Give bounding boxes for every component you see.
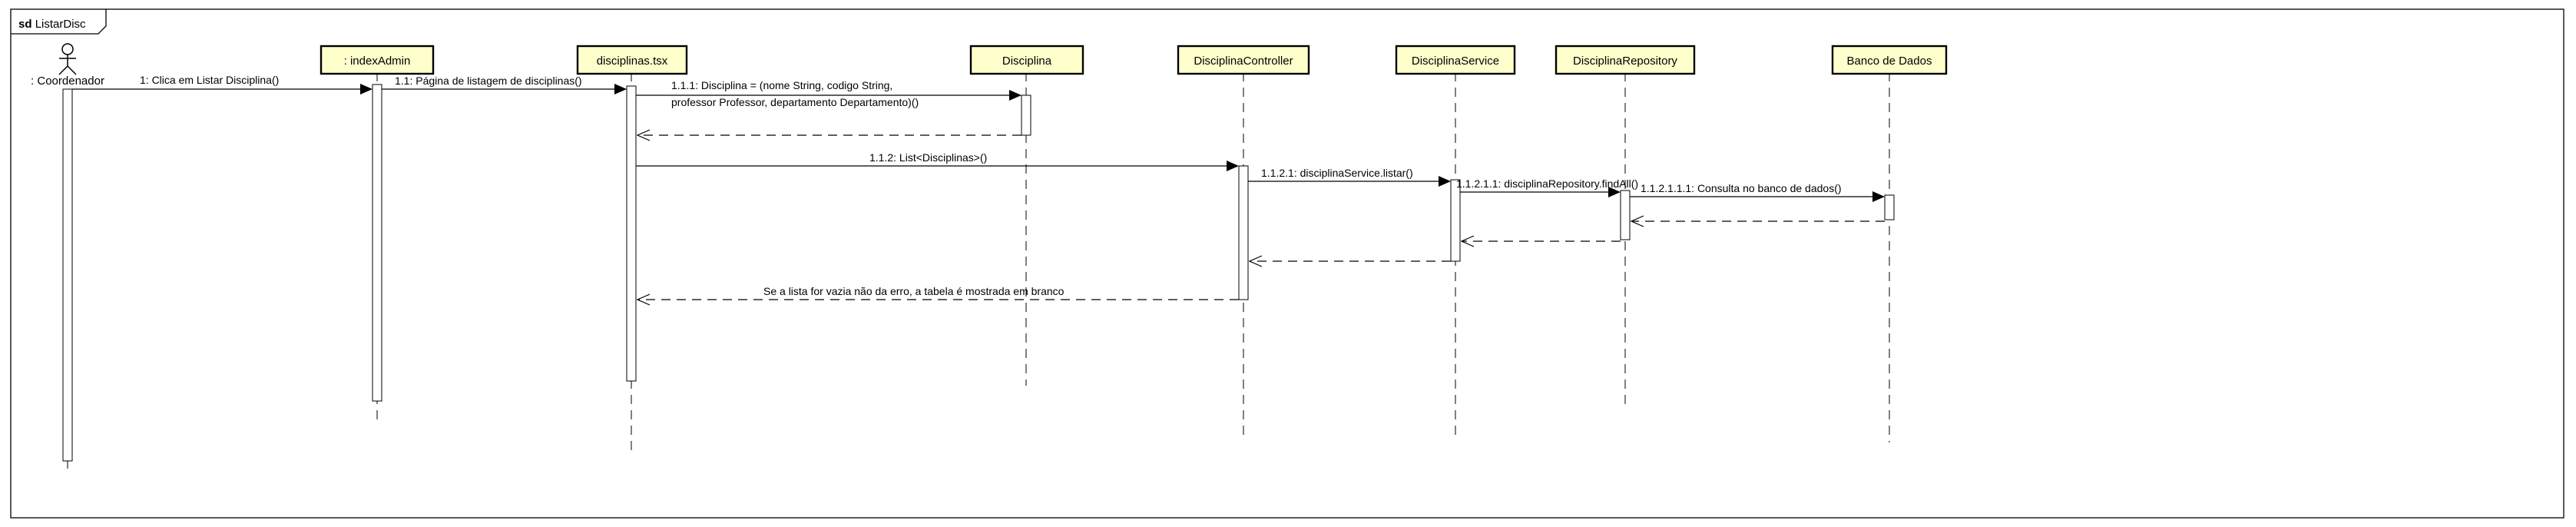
- return-4: [1248, 255, 1451, 267]
- message-3: 1.1.1: Disciplina = (nome String, codigo…: [636, 79, 1021, 108]
- activation-controller: [1238, 165, 1249, 300]
- lifeline-head: [576, 45, 688, 75]
- lifeline-label: DisciplinaRepository: [1573, 55, 1677, 68]
- lifeline-head: [320, 45, 435, 75]
- message-label: 1.1: Página de listagem de disciplinas(): [395, 75, 582, 87]
- message-label: 1: Clica em Listar Disciplina(): [140, 74, 279, 86]
- sync-arrowhead: [1872, 191, 1885, 202]
- activation-disciplinas-tsx: [626, 85, 637, 382]
- open-arrowhead: [1630, 215, 1644, 227]
- return-5: Se a lista for vazia não da erro, a tabe…: [636, 285, 1239, 306]
- actor-coordenador: : Coordenador: [31, 43, 104, 469]
- activation-repository: [1620, 190, 1631, 240]
- actor-icon: [58, 43, 77, 75]
- activation-banco: [1884, 194, 1895, 220]
- message-label: 1.1.1: Disciplina = (nome String, codigo…: [671, 79, 892, 91]
- lifeline-head: [1177, 45, 1310, 75]
- message-6: 1.1.2.1.1: disciplinaRepository.findAll(…: [1456, 177, 1638, 197]
- open-arrowhead: [1460, 235, 1475, 247]
- sync-arrowhead: [1009, 90, 1021, 101]
- frame-title: sd ListarDisc: [18, 18, 86, 31]
- lifeline-indexadmin: : indexAdmin: [320, 45, 435, 421]
- activation-actor: [62, 88, 73, 462]
- lifeline-head: [1555, 45, 1696, 75]
- message-1: 1: Clica em Listar Disciplina(): [72, 74, 372, 94]
- message-2: 1.1: Página de listagem de disciplinas(): [382, 75, 627, 94]
- message-label: 1.1.2.1.1.1: Consulta no banco de dados(…: [1641, 182, 1842, 194]
- lifeline-label: Banco de Dados: [1847, 55, 1932, 68]
- lifeline-disciplina-repository: DisciplinaRepository: [1555, 45, 1696, 406]
- frame-name: ListarDisc: [35, 18, 86, 31]
- lifeline-head: [1831, 45, 1948, 75]
- sync-arrowhead: [1439, 176, 1451, 187]
- message-label: Se a lista for vazia não da erro, a tabe…: [763, 285, 1065, 297]
- lifeline-disciplina-controller: DisciplinaController: [1177, 45, 1310, 436]
- lifeline-label: Disciplina: [1002, 55, 1052, 68]
- sync-arrowhead: [360, 84, 372, 94]
- messages: 1: Clica em Listar Disciplina() 1.1: Pág…: [72, 74, 1885, 306]
- message-label-line-2: professor Professor, departamento Depart…: [671, 96, 919, 108]
- return-3: [1460, 235, 1621, 247]
- open-arrowhead: [636, 129, 651, 141]
- frame-tab: [11, 9, 107, 35]
- return-2: [1630, 215, 1885, 227]
- lifeline-banco-de-dados: Banco de Dados: [1831, 45, 1948, 442]
- activation-disciplina: [1021, 94, 1031, 136]
- lifeline-label: DisciplinaService: [1412, 55, 1499, 68]
- open-arrowhead: [1248, 255, 1263, 267]
- sync-arrowhead: [1608, 187, 1621, 197]
- lifeline-disciplinas-tsx: disciplinas.tsx: [576, 45, 688, 455]
- sync-arrowhead: [614, 84, 627, 94]
- sync-arrowhead: [1227, 161, 1239, 171]
- message-label: 1.1.2.1.1: disciplinaRepository.findAll(…: [1456, 177, 1638, 190]
- open-arrowhead: [636, 293, 651, 306]
- message-7: 1.1.2.1.1.1: Consulta no banco de dados(…: [1630, 182, 1885, 202]
- frame-keyword: sd: [18, 18, 32, 31]
- activation-indexadmin: [372, 84, 382, 402]
- lifeline-disciplina-service: DisciplinaService: [1395, 45, 1516, 436]
- lifeline-label: DisciplinaController: [1194, 55, 1293, 68]
- message-label: 1.1.2.1: disciplinaService.listar(): [1261, 167, 1413, 179]
- lifeline-label: : indexAdmin: [344, 55, 411, 68]
- message-4: 1.1.2: List<Disciplinas>(): [636, 151, 1239, 171]
- lifeline-disciplina: Disciplina: [969, 45, 1084, 386]
- message-5: 1.1.2.1: disciplinaService.listar(): [1248, 167, 1451, 187]
- actor-label: : Coordenador: [31, 75, 104, 88]
- return-1: [636, 129, 1021, 141]
- lifeline-label: disciplinas.tsx: [597, 55, 668, 68]
- message-label: 1.1.2: List<Disciplinas>(): [869, 151, 987, 164]
- lifeline-head: [1395, 45, 1516, 75]
- diagram-frame: [10, 8, 2564, 519]
- activation-service: [1450, 179, 1461, 262]
- lifeline-head: [969, 45, 1084, 75]
